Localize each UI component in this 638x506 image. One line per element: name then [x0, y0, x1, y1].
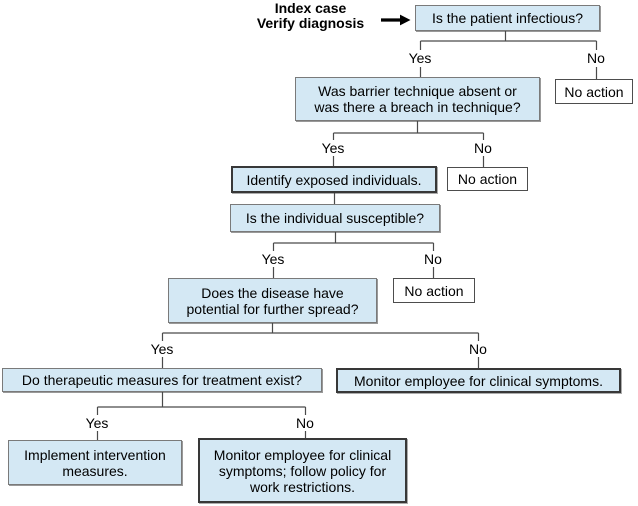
split-spread [161, 323, 480, 369]
restrict-line-1: Monitor employee for clinical [213, 446, 392, 463]
node-barrier-technique: Was barrier technique absent or was ther… [295, 77, 540, 121]
index-case-label: Index case Verify diagnosis [233, 1, 388, 31]
restrict-line-2: symptoms; follow policy for [218, 462, 387, 479]
node-disease-spread-potential: Does the disease have potential for furt… [168, 278, 377, 323]
branch-label-no-5: No [296, 415, 314, 431]
split-therapeutic [96, 392, 307, 441]
node-no-action-1: No action [555, 79, 633, 104]
node-monitor-work-restrictions: Monitor employee for clinical symptoms; … [198, 438, 407, 503]
node-therapeutic-measures: Do therapeutic measures for treatment ex… [2, 368, 322, 392]
split-barrier [332, 121, 485, 168]
branch-label-no-2: No [474, 140, 492, 156]
node-no-action-2: No action [447, 167, 528, 191]
node-implement-intervention: Implement intervention measures. [8, 440, 182, 485]
index-case-arrow-icon [381, 14, 411, 26]
split-susceptible [272, 232, 435, 279]
spread-line-2: potential for further spread? [186, 300, 359, 317]
node-is-individual-susceptible: Is the individual susceptible? [230, 204, 440, 232]
branch-label-yes-5: Yes [85, 415, 109, 431]
index-case-line: Index case [274, 0, 347, 16]
implement-line-1: Implement intervention [24, 446, 166, 463]
barrier-line-1: Was barrier technique absent or [318, 83, 517, 99]
branch-label-yes-3: Yes [261, 251, 285, 267]
node-monitor-symptoms: Monitor employee for clinical symptoms. [336, 368, 621, 393]
branch-label-no-1: No [587, 50, 605, 66]
branch-label-no-4: No [469, 341, 487, 357]
node-identify-exposed: Identify exposed individuals. [231, 166, 437, 193]
spread-line-1: Does the disease have [201, 284, 344, 301]
barrier-line-2: was there a breach in technique? [314, 99, 521, 115]
branch-label-yes-1: Yes [408, 50, 432, 66]
implement-line-2: measures. [62, 462, 128, 479]
restrict-line-3: work restrictions. [249, 478, 356, 495]
branch-label-yes-4: Yes [150, 341, 174, 357]
branch-label-no-3: No [424, 251, 442, 267]
branch-label-yes-2: Yes [321, 140, 345, 156]
split-infectious [419, 31, 598, 79]
node-is-patient-infectious: Is the patient infectious? [415, 5, 600, 31]
node-no-action-3: No action [393, 278, 475, 303]
verify-diagnosis-line: Verify diagnosis [256, 15, 365, 31]
